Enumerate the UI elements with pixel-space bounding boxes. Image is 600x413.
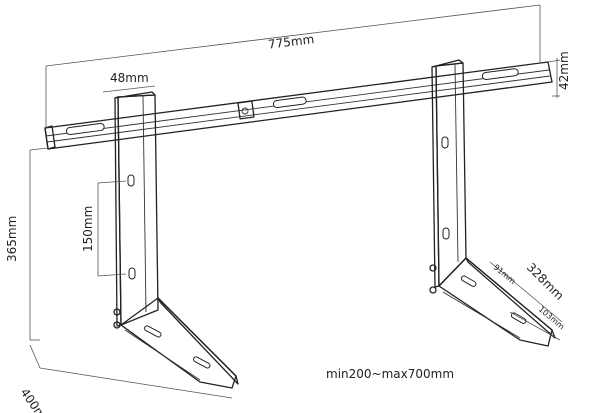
upright-width-label: 48mm <box>110 71 149 85</box>
left-arm <box>120 297 239 389</box>
left-upright <box>113 91 159 329</box>
bracket-height-label: 365mm <box>5 216 19 262</box>
arm-depth-label: 400mm <box>18 386 56 413</box>
right-upright <box>429 59 467 294</box>
slot-b-label: 103mm <box>537 305 567 332</box>
spacing-label: min200~max700mm <box>326 367 454 381</box>
right-arm <box>438 257 556 347</box>
rail-length-label: 775mm <box>267 32 315 52</box>
dimension-lines <box>29 4 563 399</box>
rail-height-label: 42mm <box>557 51 571 90</box>
hole-spacing-label: 150mm <box>81 206 95 252</box>
arm-length-label: 328mm <box>524 260 567 303</box>
top-rail <box>44 61 553 150</box>
